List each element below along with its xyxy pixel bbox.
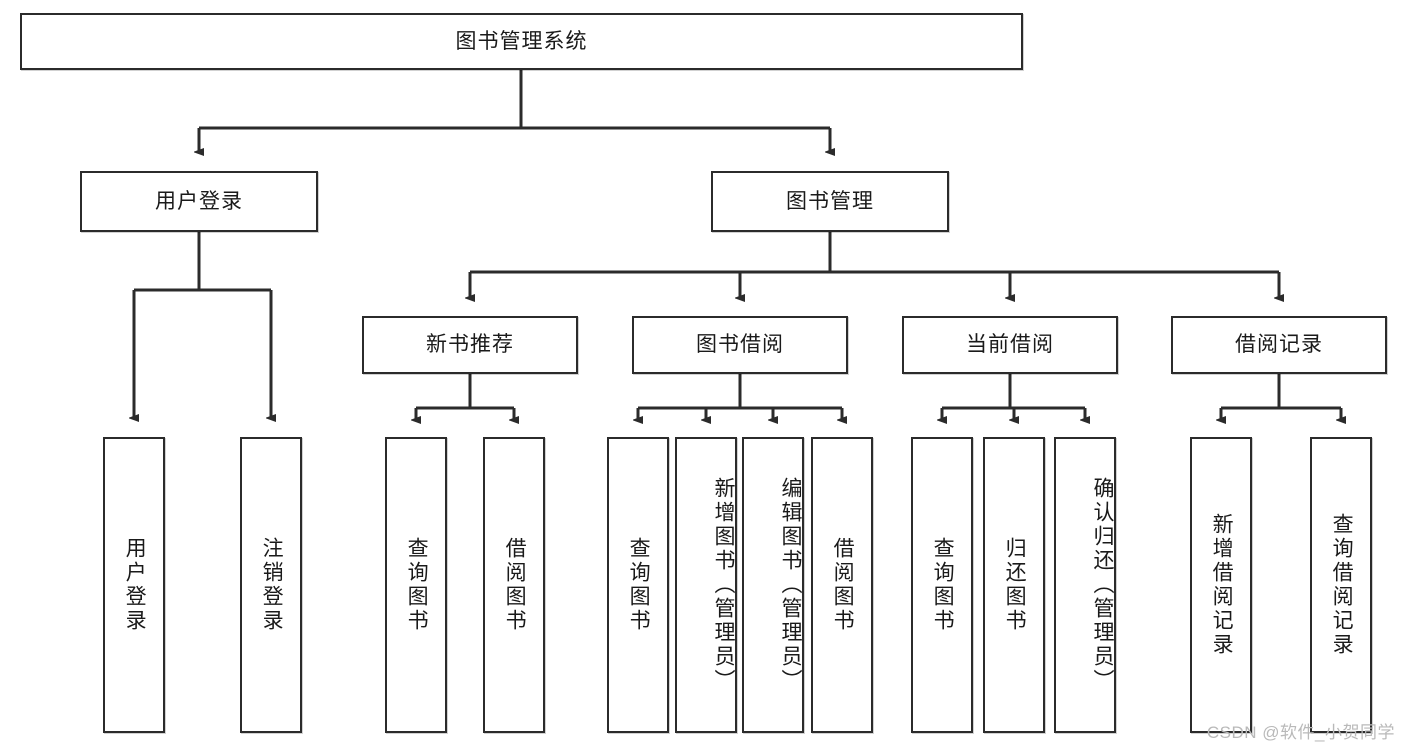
node-borrow-record[interactable]: 借阅记录 — [1171, 316, 1387, 374]
node-leaf-user-logout[interactable]: 注销登录 — [240, 437, 302, 733]
node-user-login[interactable]: 用户登录 — [80, 171, 318, 232]
node-book-borrow[interactable]: 图书借阅 — [632, 316, 848, 374]
node-leaf-query-book[interactable]: 查询图书 — [607, 437, 669, 733]
node-root[interactable]: 图书管理系统 — [20, 13, 1023, 70]
node-leaf-user-login[interactable]: 用户登录 — [103, 437, 165, 733]
node-current-borrow[interactable]: 当前借阅 — [902, 316, 1118, 374]
node-leaf-confirm-return-admin[interactable]: 确认归还（管理员） — [1054, 437, 1116, 733]
node-leaf-query-borrow-record[interactable]: 查询借阅记录 — [1310, 437, 1372, 733]
node-book-manage[interactable]: 图书管理 — [711, 171, 949, 232]
node-new-book-recommend[interactable]: 新书推荐 — [362, 316, 578, 374]
node-leaf-query-book-recommend[interactable]: 查询图书 — [385, 437, 447, 733]
watermark-text: CSDN @软件_小贺同学 — [1206, 723, 1395, 742]
node-leaf-add-book-admin[interactable]: 新增图书（管理员） — [675, 437, 737, 733]
node-leaf-return-book[interactable]: 归还图书 — [983, 437, 1045, 733]
node-leaf-query-book-current[interactable]: 查询图书 — [911, 437, 973, 733]
node-leaf-borrow-book-recommend[interactable]: 借阅图书 — [483, 437, 545, 733]
node-leaf-add-borrow-record[interactable]: 新增借阅记录 — [1190, 437, 1252, 733]
node-leaf-borrow-book[interactable]: 借阅图书 — [811, 437, 873, 733]
node-leaf-edit-book-admin[interactable]: 编辑图书（管理员） — [742, 437, 804, 733]
